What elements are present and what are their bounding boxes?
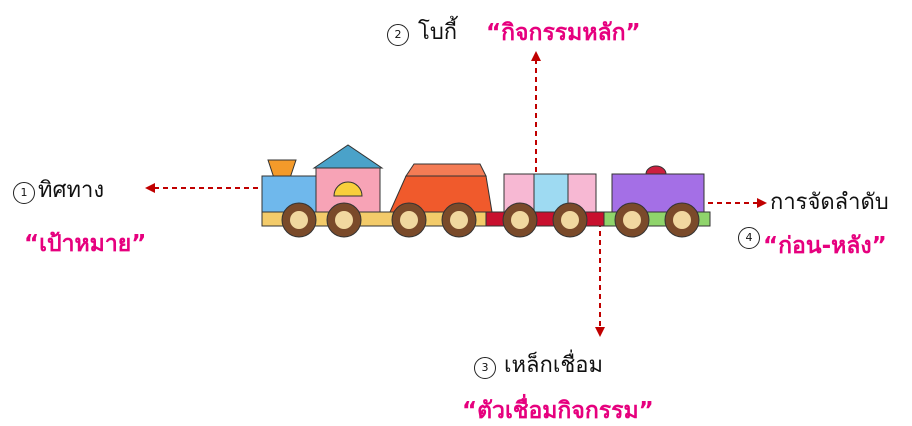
callout-label-coupler: เหล็กเชื่อม xyxy=(504,353,603,378)
callout-number-2: 2 xyxy=(387,24,409,46)
callout-highlight-main-activity: “กิจกรรมหลัก” xyxy=(486,20,641,46)
callout-number-1: 1 xyxy=(13,182,35,204)
toy-train-illustration xyxy=(261,144,711,238)
callout-number-3: 3 xyxy=(474,357,496,379)
callout-label-direction: ทิศทาง xyxy=(38,178,105,203)
callout-number-4: 4 xyxy=(738,227,760,249)
callout-highlight-goal: “เป้าหมาย” xyxy=(24,231,147,257)
callout-label-bogie: โบกี้ xyxy=(418,20,458,45)
callout-label-ordering: การจัดลำดับ xyxy=(770,190,889,215)
callout-highlight-sequence: “ก่อน-หลัง” xyxy=(763,233,887,259)
callout-highlight-activity-link: “ตัวเชื่อมกิจกรรม” xyxy=(462,398,654,424)
